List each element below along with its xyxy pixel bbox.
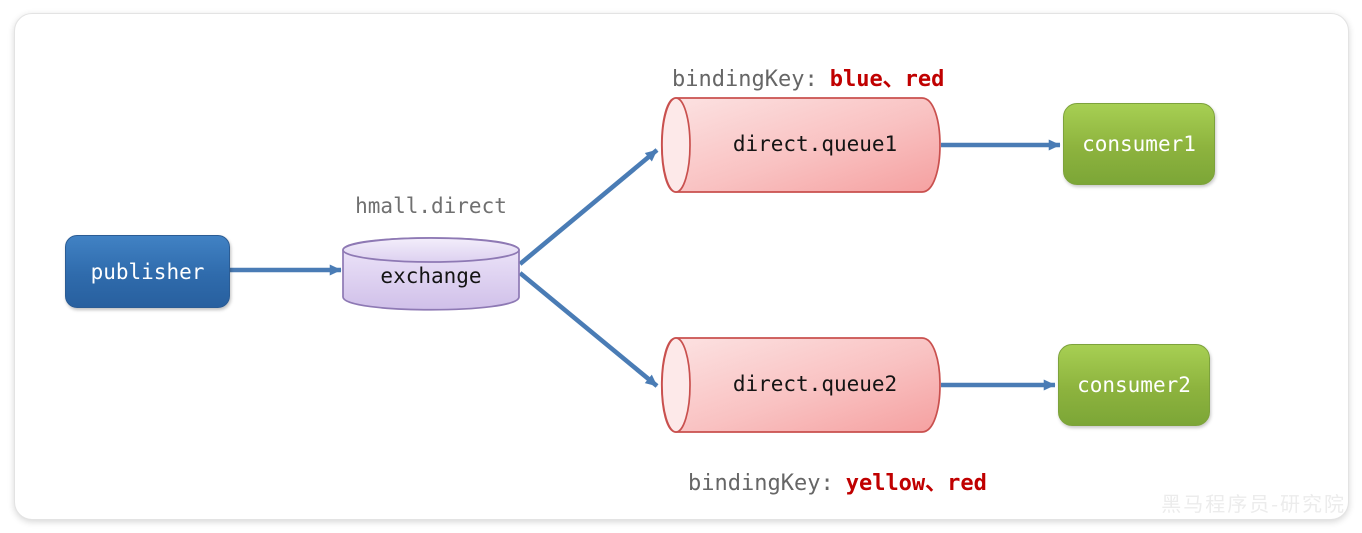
publisher-label: publisher [90,259,205,284]
binding-key-top: bindingKey: blue、red [672,61,944,93]
binding-key-bottom-values: yellow、red [845,471,987,496]
consumer1-label: consumer1 [1082,132,1196,156]
exchange-cylinder-top [342,237,520,263]
queue2-label: direct.queue2 [732,372,898,396]
queue2-cylinder-cap [661,337,691,433]
consumer2-label: consumer2 [1077,373,1191,397]
exchange-name-label: hmall.direct [355,194,507,218]
queue1-label: direct.queue1 [732,132,898,156]
arrow-exchange-to-queue1 [518,148,659,266]
binding-key-bottom-prefix: bindingKey: [688,471,834,496]
consumer2-node: consumer2 [1058,344,1210,426]
watermark: 黑马程序员-研究院 [1161,492,1346,516]
exchange-node-label: exchange [380,264,482,288]
binding-key-bottom: bindingKey: yellow、red [688,465,987,497]
exchange-cylinder [342,237,520,311]
queue1-cylinder-cap [661,97,691,193]
queue1-cylinder [660,97,941,193]
publisher-node: publisher [65,235,230,308]
arrow-exchange-to-queue2 [518,271,659,388]
consumer1-node: consumer1 [1063,103,1215,185]
queue2-cylinder [660,337,941,433]
binding-key-top-values: blue、red [829,67,945,92]
binding-key-top-prefix: bindingKey: [672,67,818,92]
